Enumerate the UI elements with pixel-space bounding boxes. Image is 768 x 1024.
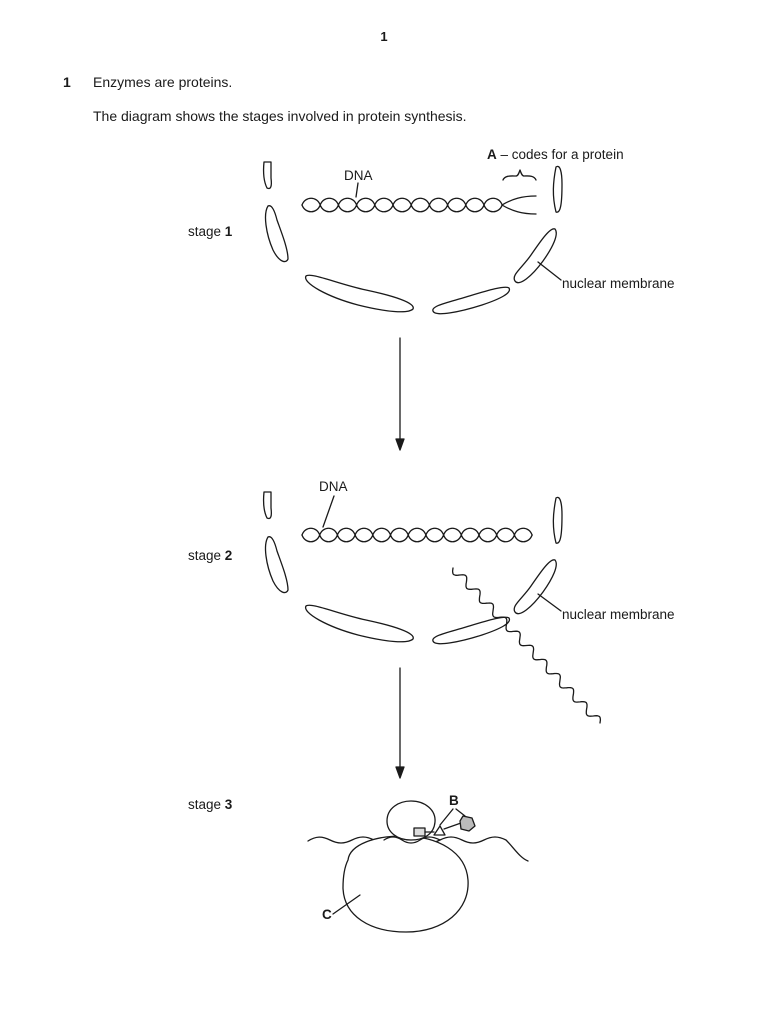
stage-3-label: stage 3: [188, 797, 233, 812]
stage-1-diagram: [262, 161, 563, 315]
membrane-label-line-1: [537, 261, 562, 281]
stage-2-label: stage 2: [188, 548, 232, 563]
region-a-brace: [502, 169, 537, 181]
arrow-stage-1-to-2: [395, 337, 405, 451]
nuclear-membrane-stage-2: [262, 491, 563, 645]
nuclear-membrane-stage-1: [262, 161, 563, 315]
dna-strand: [301, 204, 503, 213]
mrna-strand: [451, 567, 602, 724]
region-a-strands: [501, 195, 537, 206]
amino-acid-triangle: [433, 825, 446, 836]
dna-strand: [301, 534, 533, 543]
label-b: B: [449, 793, 459, 808]
label-c: C: [322, 907, 332, 922]
label-b-line-2: [455, 808, 466, 817]
dna-strand: [301, 197, 503, 206]
question-intro: The diagram shows the stages involved in…: [93, 108, 467, 124]
dna-helix-stage-1: [301, 197, 503, 213]
dna-helix-stage-2: [301, 527, 533, 543]
arrow-stage-2-to-3: [395, 667, 405, 779]
question-number: 1: [63, 74, 71, 90]
ribosome-large-subunit: [342, 835, 469, 933]
label-c-line: [332, 894, 361, 915]
question-stem: Enzymes are proteins.: [93, 74, 233, 90]
region-a-strands: [501, 204, 537, 215]
mrna-in-ribosome: [383, 836, 441, 844]
ribosome-small-subunit: [386, 800, 436, 841]
page-number: 1: [380, 29, 388, 44]
stage-3-diagram: [307, 800, 529, 933]
dna-label-line-2: [322, 495, 335, 528]
dna-label-stage-1: DNA: [344, 168, 373, 183]
label-b-line-1: [439, 808, 454, 826]
stage-2-diagram: [262, 491, 602, 724]
dna-label-line-1: [355, 182, 359, 198]
amino-acid-hexagon: [459, 815, 476, 832]
stage-1-label: stage 1: [188, 224, 233, 239]
amino-acid-square: [413, 827, 426, 837]
peptide-bond-2: [443, 822, 462, 830]
membrane-label-stage-2: nuclear membrane: [562, 607, 675, 622]
dna-strand: [301, 527, 533, 536]
label-a: A – codes for a protein: [487, 147, 624, 162]
dna-label-stage-2: DNA: [319, 479, 348, 494]
membrane-label-stage-1: nuclear membrane: [562, 276, 675, 291]
membrane-label-line-2: [537, 593, 562, 612]
